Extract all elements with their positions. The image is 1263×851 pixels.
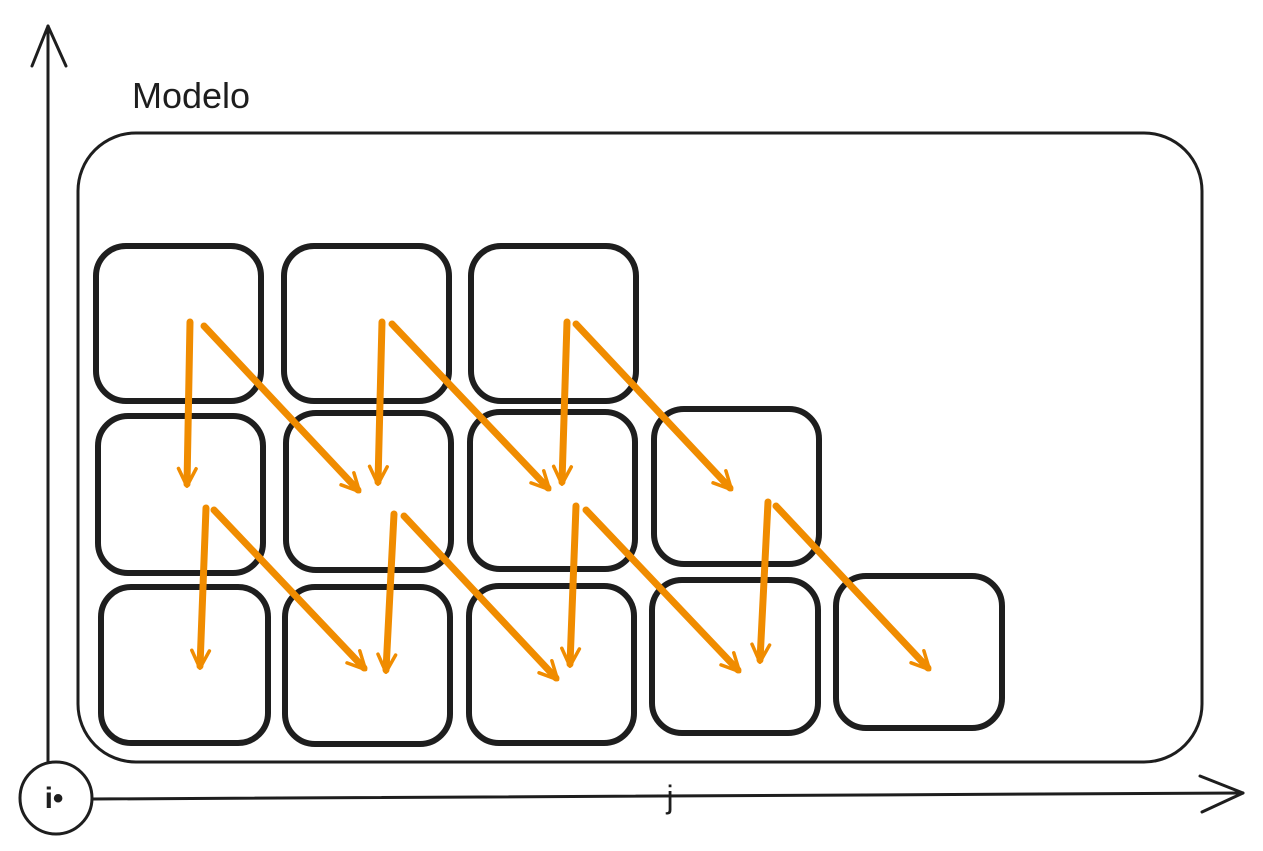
cell-r1-c1 <box>93 243 264 404</box>
horizontal-axis-label: j <box>665 779 673 815</box>
cell-r2-c1 <box>95 413 266 576</box>
arrow-r1c3-down <box>551 318 574 486</box>
arrow-r2c4-diag <box>772 502 932 672</box>
arrow-r2c1-down <box>190 504 212 670</box>
cell-row-bottom <box>98 573 1005 747</box>
cell-r3-c2 <box>282 584 453 747</box>
arrow-r2c4-down <box>750 498 772 664</box>
model-container <box>76 131 1204 764</box>
flow-arrows <box>176 318 932 682</box>
cell-r3-c5 <box>833 573 1005 731</box>
cell-row-top <box>93 243 639 404</box>
arrow-r2c1-diag <box>210 506 368 672</box>
arrow-r1c1-down <box>176 318 198 488</box>
arrow-r2c2-diag <box>400 512 560 682</box>
cell-r2-c3 <box>467 409 638 572</box>
origin-node: i• <box>18 760 94 836</box>
arrow-r1c1-diag <box>200 322 362 494</box>
vertical-axis-label: l <box>44 371 51 407</box>
arrow-r2c3-diag <box>582 506 742 674</box>
arrow-r2c2-down <box>376 510 398 674</box>
cell-r2-c2 <box>283 410 454 573</box>
model-title: Modelo <box>132 75 250 116</box>
vertical-axis <box>30 24 68 782</box>
cell-r2-c4 <box>651 406 822 567</box>
cell-r1-c2 <box>281 243 452 404</box>
cell-r3-c1 <box>98 584 271 746</box>
arrow-r1c2-diag <box>388 320 552 492</box>
arrow-r2c3-down <box>560 502 582 668</box>
cell-r3-c4 <box>649 577 821 736</box>
arrow-r1c2-down <box>367 318 389 486</box>
origin-label: i• <box>45 782 64 815</box>
cell-r1-c3 <box>468 243 639 404</box>
arrow-r1c3-diag <box>572 320 734 492</box>
cell-r3-c3 <box>466 583 637 746</box>
cell-row-middle <box>95 406 822 576</box>
horizontal-axis <box>90 774 1245 814</box>
